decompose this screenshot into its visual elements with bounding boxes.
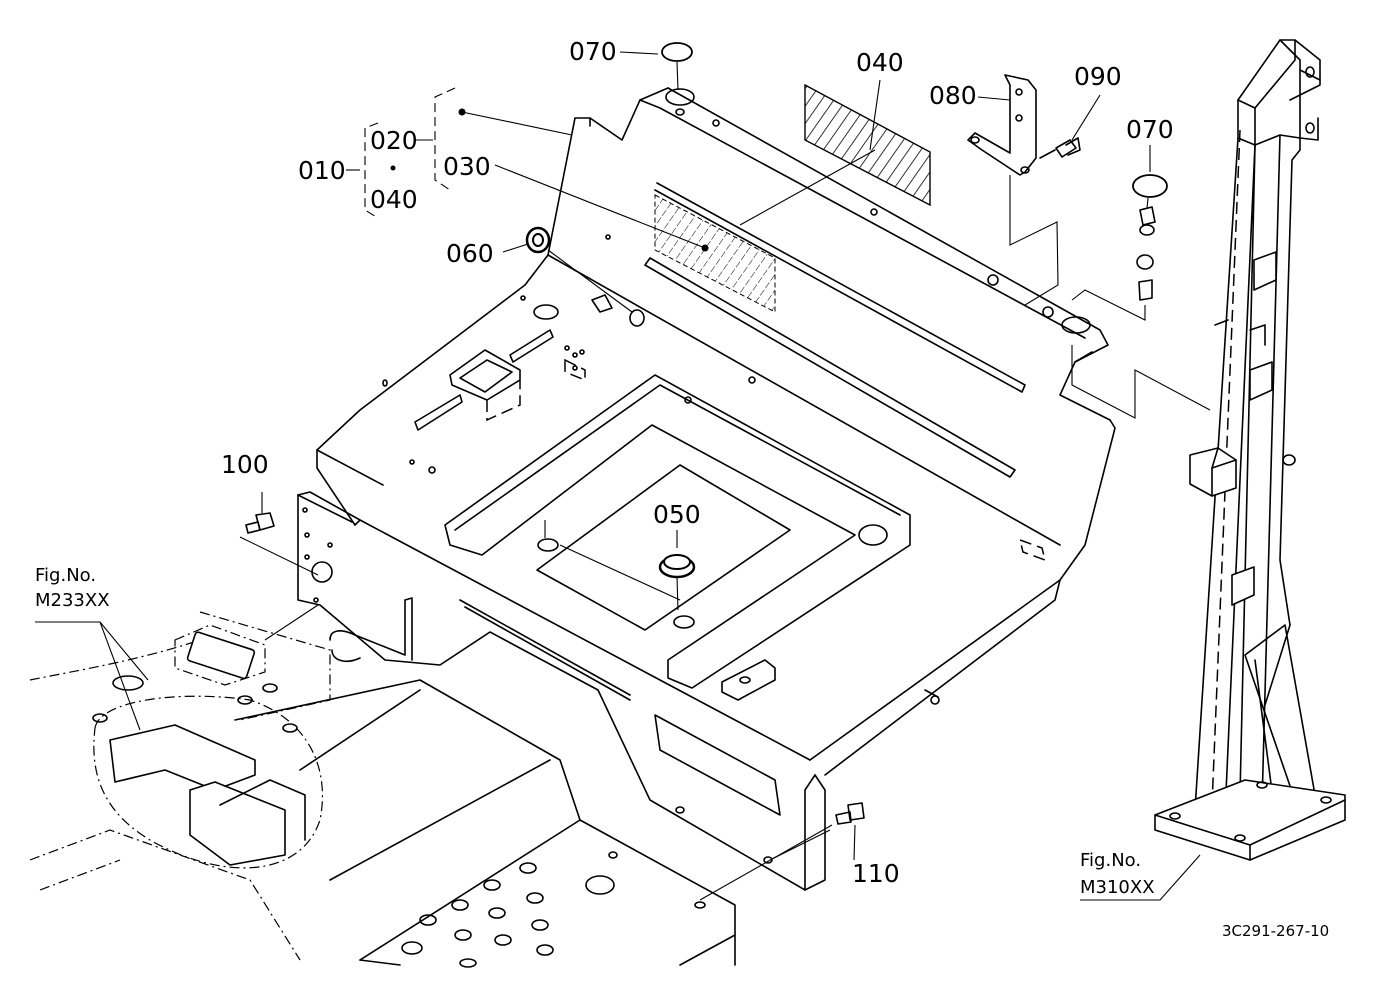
part-label-040-group: 040	[370, 185, 418, 214]
part-label-010: 010	[298, 156, 346, 185]
part-label-040: 040	[856, 48, 904, 77]
decal-040	[804, 83, 931, 207]
part-label-020: 020	[370, 126, 418, 155]
part-label-090: 090	[1074, 62, 1122, 91]
fig-ref-left-line1: Fig.No.	[35, 565, 96, 586]
part-label-070-left: 070	[569, 37, 617, 66]
bolt-090	[1039, 137, 1081, 159]
part-label-060: 060	[446, 239, 494, 268]
part-label-110: 110	[852, 859, 900, 888]
fig-ref-right-line1: Fig.No.	[1080, 850, 1141, 871]
figure-references: Fig.No. M233XX Fig.No. M310XX	[35, 565, 1155, 898]
part-label-070-right: 070	[1126, 115, 1174, 144]
part-label-080: 080	[929, 81, 977, 110]
cap-070-left	[661, 42, 693, 91]
fig-ref-right-line2: M310XX	[1080, 877, 1155, 898]
part-label-030: 030	[443, 152, 491, 181]
cap-070-right	[1132, 174, 1168, 301]
seat-panel	[297, 87, 1116, 891]
drawing-code: 3C291-267-10	[1222, 922, 1329, 940]
part-label-100: 100	[221, 450, 269, 479]
fig-ref-left-line2: M233XX	[35, 590, 110, 611]
part-labels: 010 020 040 030 040 050 060 070 070 080 …	[221, 37, 1174, 888]
pillar-frame	[1154, 39, 1346, 861]
plug-050	[658, 554, 696, 611]
plate-holes	[401, 851, 706, 968]
part-label-050: 050	[653, 500, 701, 529]
bracket-080	[967, 74, 1037, 176]
adjacent-fender-context	[29, 611, 736, 968]
part-group-bracket	[364, 87, 456, 219]
grommet-060	[525, 226, 633, 313]
bolt-100	[245, 512, 275, 534]
leader-lines	[35, 51, 1211, 901]
bolt-110	[835, 802, 865, 825]
